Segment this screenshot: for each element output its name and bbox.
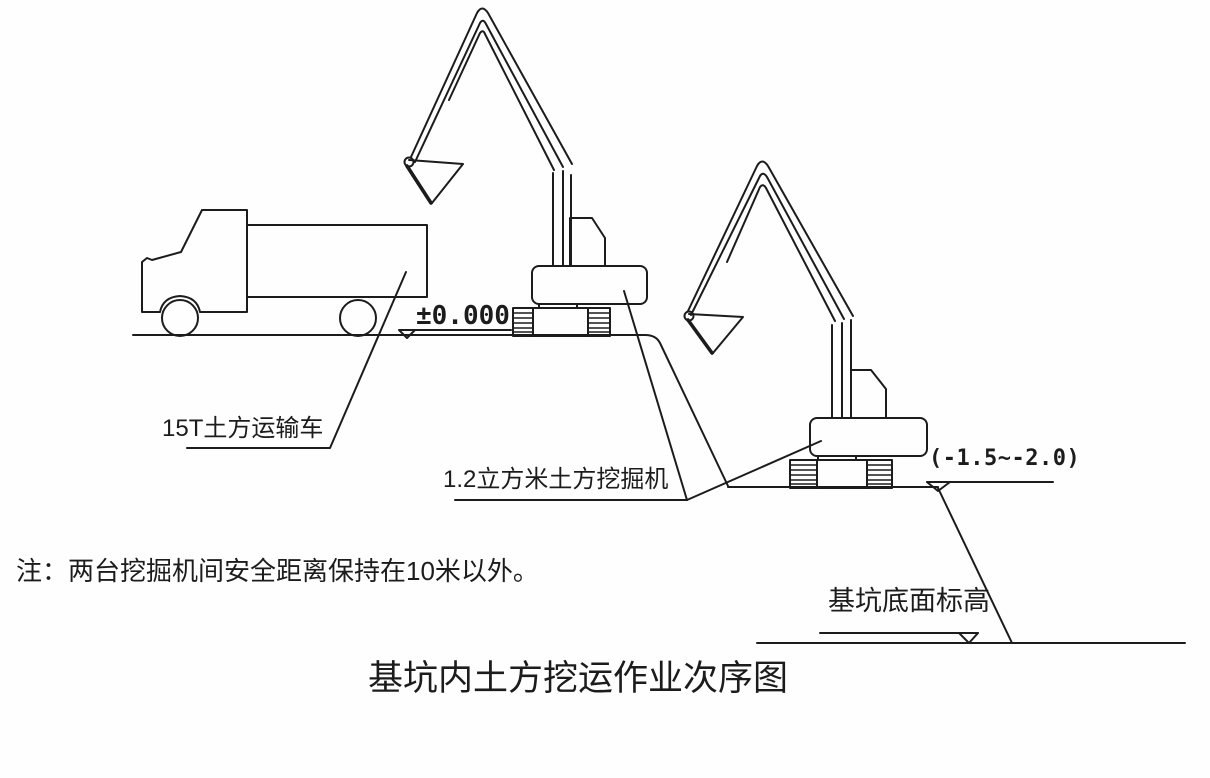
safety-note: 注：两台挖掘机间安全距离保持在10米以外。	[16, 556, 539, 586]
truck-label: 15T土方运输车	[162, 415, 324, 442]
truck-rear-wheel	[339, 299, 377, 337]
elevation-marker-pit-bottom	[819, 632, 979, 644]
excavator-cab	[850, 369, 887, 419]
elevation-marker-zero	[398, 329, 512, 339]
excavator-boom	[687, 160, 854, 419]
leader-line-truck-label	[186, 271, 407, 449]
pit-bottom-elevation-label: 基坑底面标高	[828, 586, 990, 616]
upper-ground-line	[132, 334, 729, 487]
inverted-triangle-benchmark-icon	[398, 329, 416, 339]
pit-slope-line	[937, 487, 1013, 644]
truck-front-wheel	[161, 299, 199, 337]
excavator-tracks	[789, 459, 893, 489]
excavator-bucket-icon	[403, 156, 464, 205]
truck-bed	[246, 224, 428, 298]
excavator-label: 1.2立方米土方挖掘机	[443, 466, 669, 493]
excavator-upper-icon	[403, 7, 648, 337]
inverted-triangle-benchmark-icon	[958, 632, 979, 644]
excavator-boom	[410, 7, 573, 267]
pit-depth-range-value: (-1.5~-2.0)	[929, 446, 1081, 471]
elevation-marker-pit-range	[926, 481, 1054, 492]
truck-cab	[141, 209, 248, 313]
dump-truck-icon	[141, 209, 428, 337]
excavator-lower-icon	[683, 160, 928, 489]
excavator-body	[531, 265, 648, 305]
diagram-title: 基坑内土方挖运作业次序图	[368, 659, 789, 698]
ground-profile	[132, 334, 1186, 644]
excavator-cab	[569, 217, 606, 267]
excavator-body	[809, 417, 928, 457]
excavator-bucket-icon	[683, 310, 744, 355]
ground-level-elevation-value: ±0.000	[416, 301, 510, 331]
excavator-tracks	[512, 307, 611, 337]
inverted-triangle-benchmark-icon	[926, 481, 951, 492]
leader-line-excavator-label	[454, 290, 822, 501]
